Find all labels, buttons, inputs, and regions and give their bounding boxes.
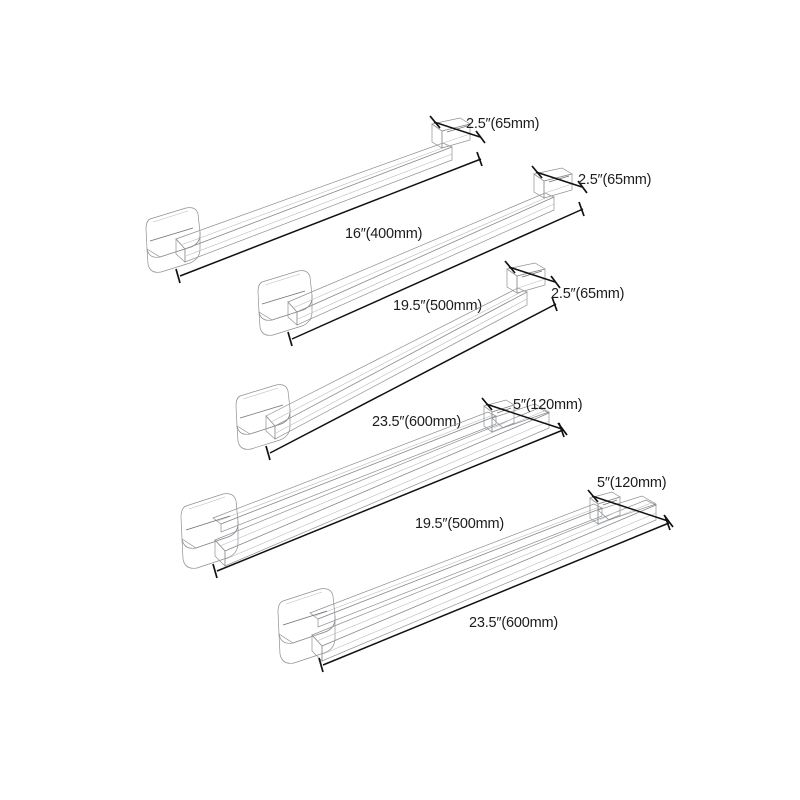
- left-mount-plate: [235, 384, 291, 450]
- length-dimension-400: [175, 151, 483, 284]
- depth-dimension-500: [531, 165, 588, 194]
- left-mount-plate: [257, 270, 313, 336]
- product-single-bar-600: 2.5″(65mm) 23.5″(600mm): [235, 260, 624, 461]
- product-single-bar-400: 2.5″(65mm) 16″(400mm): [145, 115, 539, 284]
- depth-label-double-500: 5″(120mm): [513, 397, 582, 413]
- depth-label-400: 2.5″(65mm): [466, 116, 539, 132]
- depth-dimension-400: [429, 115, 486, 144]
- depth-dimension-600: [504, 260, 561, 289]
- bar-front-face: [184, 146, 453, 263]
- bar-front-face: [296, 196, 555, 326]
- length-label-400: 16″(400mm): [345, 226, 422, 242]
- right-bracket-block: [589, 491, 657, 525]
- left-mount-plate: [145, 207, 201, 273]
- product-double-bar-600: 5″(120mm) 23.5″(600mm): [277, 475, 674, 673]
- length-label-600: 23.5″(600mm): [372, 414, 461, 430]
- length-dimension-600: [265, 296, 558, 461]
- length-label-double-600: 23.5″(600mm): [469, 615, 558, 631]
- length-dimension-double-600: [318, 515, 671, 673]
- length-dimension-500: [287, 201, 585, 347]
- depth-label-600: 2.5″(65mm): [551, 286, 624, 302]
- left-mount-plate: [180, 493, 239, 569]
- length-dimension-double-500: [212, 422, 565, 579]
- depth-label-500: 2.5″(65mm): [578, 172, 651, 188]
- product-double-bar-500: 5″(120mm) 19.5″(500mm): [180, 397, 583, 579]
- length-label-double-500: 19.5″(500mm): [415, 516, 504, 532]
- depth-label-double-600: 5″(120mm): [597, 475, 666, 491]
- bar-front-face: [224, 412, 550, 567]
- bar-front-face: [321, 504, 657, 662]
- bar-front-face: [274, 291, 528, 440]
- left-mount-plate: [277, 588, 336, 664]
- right-bracket-block: [483, 399, 550, 433]
- product-single-bar-500: 2.5″(65mm) 19.5″(500mm): [257, 165, 651, 347]
- length-label-500: 19.5″(500mm): [393, 298, 482, 314]
